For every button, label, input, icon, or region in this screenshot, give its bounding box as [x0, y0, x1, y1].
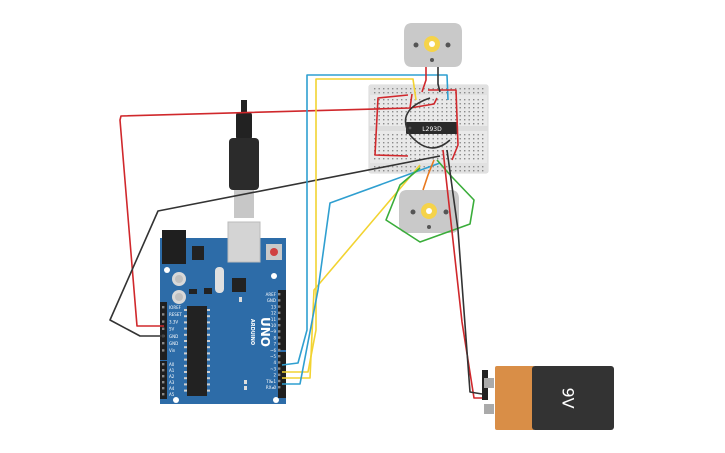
power-pin-labels: IOREF RESET 3.3V 5V GND GND Vin	[162, 305, 182, 353]
analog-label: A0	[169, 362, 175, 367]
digital-pin[interactable]	[278, 386, 281, 389]
analog-pin[interactable]	[162, 381, 165, 384]
digital-label: ~5	[270, 354, 276, 359]
digital-pin[interactable]	[278, 305, 281, 308]
power-pin[interactable]	[162, 313, 165, 316]
digital-pin[interactable]	[278, 348, 281, 352]
wire-red-jumper-2[interactable]	[428, 89, 459, 161]
digital-label: 2	[273, 373, 276, 378]
digital-label: 4	[273, 360, 276, 365]
wire-red-5v[interactable]	[119, 93, 413, 327]
wire-black-gnd[interactable]	[109, 155, 441, 337]
wire-battery-black[interactable]	[446, 149, 483, 395]
power-pin[interactable]	[162, 306, 165, 309]
wires	[109, 67, 483, 399]
power-label: RESET	[169, 312, 182, 317]
digital-pin[interactable]	[278, 342, 281, 345]
analog-label: A5	[169, 392, 175, 397]
digital-pin[interactable]	[278, 336, 281, 339]
digital-label: RX◂0	[266, 385, 277, 390]
wire-black-loop[interactable]	[404, 97, 451, 149]
digital-pin[interactable]	[278, 361, 281, 364]
wire-blue-2[interactable]	[282, 162, 441, 385]
digital-label: ~9	[270, 329, 276, 334]
motor-bottom[interactable]	[399, 190, 459, 233]
analog-label: A3	[169, 380, 175, 385]
analog-pin[interactable]	[162, 387, 165, 390]
wire-blue-1[interactable]	[281, 74, 449, 366]
power-label: 3.3V	[169, 319, 178, 324]
analog-pin[interactable]	[162, 375, 165, 378]
power-label: GND	[169, 334, 178, 339]
digital-pin[interactable]	[278, 324, 281, 327]
analog-label: A2	[169, 374, 175, 379]
l293d-chip[interactable]: L293D	[406, 122, 458, 134]
digital-label: ~10	[268, 323, 277, 328]
digital-label: 12	[271, 311, 277, 316]
atmega-pins	[184, 309, 210, 392]
wire-motor-top-red[interactable]	[421, 67, 427, 93]
arduino-logo-text: UNO	[258, 317, 272, 347]
digital-label: GND	[267, 298, 276, 303]
wire-motor-bottom-green[interactable]	[385, 159, 475, 243]
digital-label: ~6	[270, 348, 276, 353]
arduino-brand-text: ARDUINO	[249, 319, 255, 345]
digital-pin[interactable]	[278, 317, 281, 321]
power-pin[interactable]	[162, 327, 165, 330]
digital-label: AREF	[266, 292, 277, 297]
power-label: 5V	[169, 327, 175, 332]
digital-label: ~3	[270, 366, 276, 371]
wire-motor-bottom-orange[interactable]	[422, 159, 435, 191]
digital-label: ~11	[268, 317, 277, 322]
battery-9v[interactable]: 9V	[482, 366, 614, 430]
power-pin[interactable]	[162, 342, 165, 345]
power-label: GND	[169, 341, 178, 346]
wire-motor-top-black[interactable]	[437, 67, 441, 93]
wire-red-jumper-1[interactable]	[374, 94, 409, 157]
digital-label: TX▸1	[265, 379, 276, 384]
digital-label: 7	[273, 342, 276, 347]
analog-label: A1	[169, 368, 175, 373]
wire-yellow-1[interactable]	[282, 78, 417, 373]
digital-pin[interactable]	[278, 299, 281, 302]
analog-pin[interactable]	[162, 369, 165, 372]
digital-pin[interactable]	[278, 367, 281, 370]
digital-label: 8	[273, 335, 276, 340]
digital-pin[interactable]	[278, 293, 281, 296]
analog-label: A4	[169, 386, 175, 391]
arduino-uno-board[interactable]: ARDUINO UNO IOREF RESET 3.3V 5V GND GND Vin A0…	[160, 221, 286, 404]
battery-label: 9V	[559, 387, 578, 408]
analog-pin[interactable]	[162, 393, 165, 396]
digital-label: 13	[271, 304, 277, 309]
wire-yellow-2[interactable]	[282, 164, 421, 379]
digital-pin[interactable]	[278, 330, 281, 333]
analog-pin[interactable]	[162, 363, 165, 366]
digital-pin[interactable]	[278, 311, 281, 314]
power-label: IOREF	[169, 305, 182, 310]
digital-pin[interactable]	[278, 373, 281, 376]
power-label: Vin	[169, 348, 176, 353]
digital-pin[interactable]	[278, 379, 281, 383]
power-pin[interactable]	[162, 349, 165, 352]
chip-label: L293D	[422, 126, 442, 133]
power-pin[interactable]	[162, 320, 165, 323]
wire-red-jumper-3[interactable]	[409, 97, 438, 109]
digital-pin[interactable]	[278, 355, 281, 358]
motor-top[interactable]	[404, 23, 462, 67]
